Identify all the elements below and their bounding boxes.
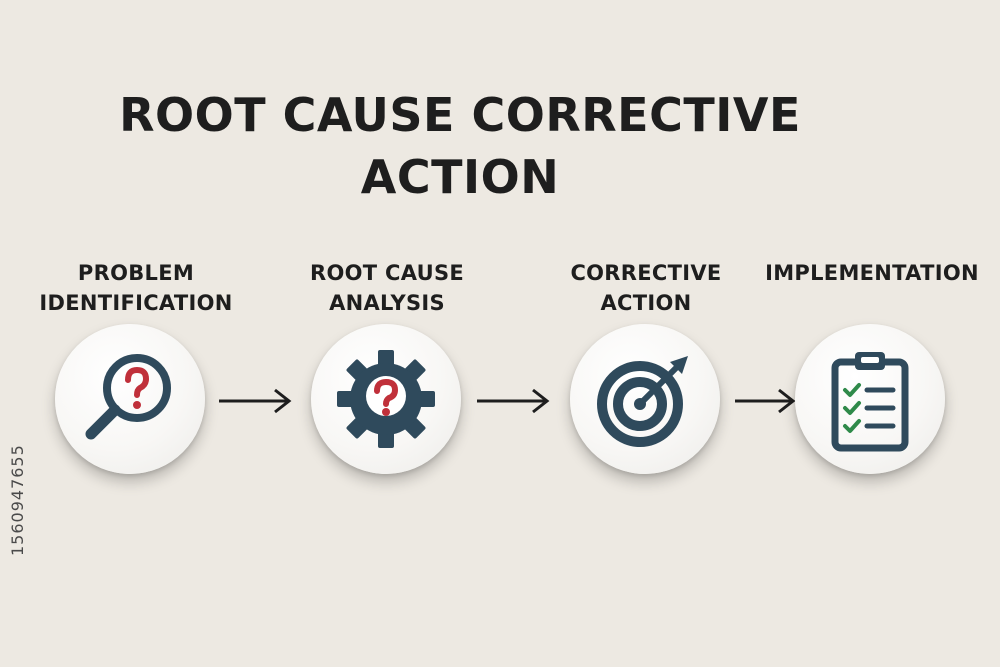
step-circle-implementation	[795, 324, 945, 474]
step-circle-problem-identification	[55, 324, 205, 474]
target-arrow-icon	[597, 356, 688, 447]
magnifier-question-icon	[85, 354, 171, 440]
title-line-1: ROOT CAUSE CORRECTIVE	[119, 88, 801, 142]
title-line-2: ACTION	[360, 150, 560, 204]
step-circle-root-cause-analysis	[311, 324, 461, 474]
step-circle-corrective-action	[570, 324, 720, 474]
step-label-problem-identification: PROBLEM IDENTIFICATION	[39, 261, 233, 315]
step-label-root-cause-analysis: ROOT CAUSE ANALYSIS	[309, 261, 465, 315]
checklist-clipboard-icon	[831, 352, 909, 452]
arrow-3	[733, 386, 813, 416]
gear-question-icon	[337, 350, 435, 448]
arrow-2	[475, 386, 555, 416]
step-label-corrective-action: CORRECTIVE ACTION	[570, 261, 722, 315]
arrow-1	[217, 386, 297, 416]
diagram-title: ROOT CAUSE CORRECTIVE ACTION	[100, 84, 820, 208]
stock-image-id: 1560947655	[8, 444, 27, 556]
step-label-implementation: IMPLEMENTATION	[765, 261, 979, 285]
